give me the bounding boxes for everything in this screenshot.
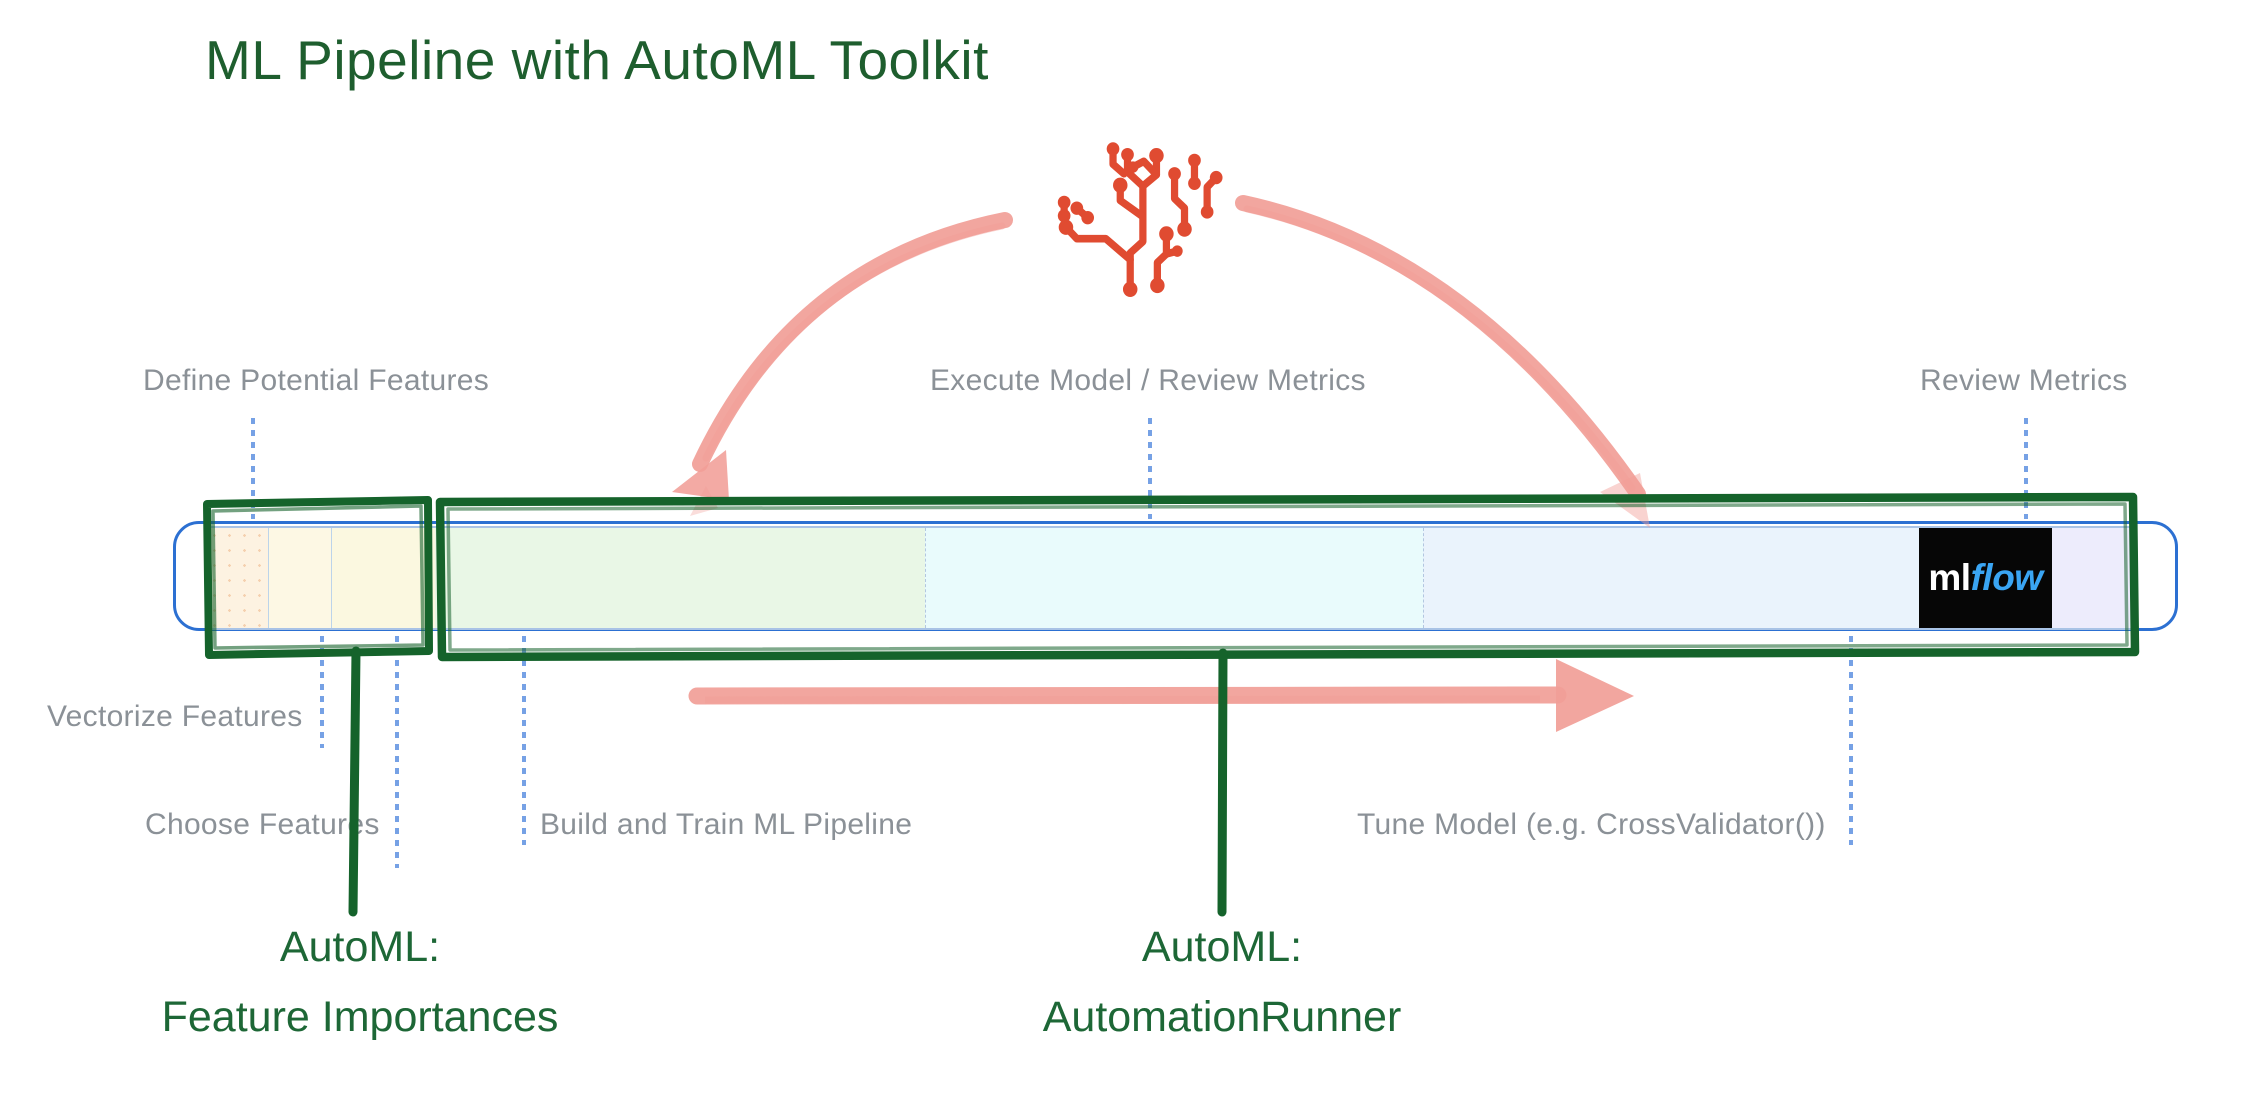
mlflow-logo-ml: ml (1928, 557, 1971, 598)
dotted-line-define (251, 418, 255, 519)
dotted-line-execute (1148, 418, 1152, 519)
caption-line-1: AutoML: (279, 923, 441, 971)
segment-define-potential-features (207, 528, 268, 628)
segment-execute-model (925, 528, 1423, 628)
mlflow-logo-flow: flow (1970, 557, 2043, 598)
dotted-line-build (522, 636, 526, 845)
caption-automl-feature-importances: AutoML: Feature Importances (50, 912, 670, 1052)
dotted-line-vectorize (320, 636, 324, 748)
horizontal-arrow-right-icon (688, 659, 1634, 732)
dotted-line-review (2024, 418, 2028, 519)
caption-stems (348, 646, 1228, 917)
circuit-brain-icon (1057, 142, 1223, 297)
caption-line-1: AutoML: (1141, 923, 1303, 971)
label-build-train-pipeline: Build and Train ML Pipeline (540, 808, 913, 841)
segment-choose-features (331, 528, 435, 628)
page-title: ML Pipeline with AutoML Toolkit (205, 29, 989, 91)
label-choose-features: Choose Features (145, 808, 380, 841)
dotted-line-tune (1849, 636, 1853, 845)
dotted-line-choose (395, 636, 399, 868)
label-vectorize-features: Vectorize Features (47, 700, 303, 733)
label-review-metrics: Review Metrics (1920, 364, 2128, 397)
segment-tune-model (1423, 528, 1919, 628)
label-tune-model: Tune Model (e.g. CrossValidator()) (1357, 808, 1826, 841)
segment-build-and-train (435, 528, 925, 628)
segment-vectorize-features (268, 528, 331, 628)
segment-review-metrics (2052, 528, 2133, 628)
label-define-potential-features: Define Potential Features (143, 364, 490, 397)
caption-line-2: AutomationRunner (1042, 993, 1402, 1041)
caption-automl-automation-runner: AutoML: AutomationRunner (912, 912, 1532, 1052)
label-execute-model-review-metrics: Execute Model / Review Metrics (930, 364, 1366, 397)
caption-line-2: Feature Importances (161, 993, 559, 1041)
